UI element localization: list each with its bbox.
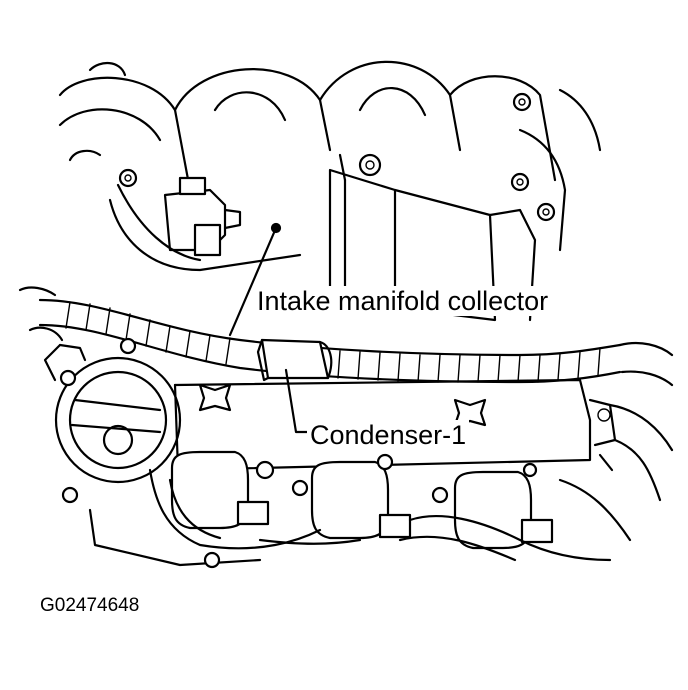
collector-housing bbox=[328, 153, 537, 322]
condenser-label: Condenser-1 bbox=[307, 420, 470, 450]
leader-lines bbox=[228, 226, 310, 434]
left-hose-bracket bbox=[28, 326, 87, 362]
valve-cover bbox=[173, 378, 674, 502]
lower-harness bbox=[88, 468, 632, 569]
intake-manifold-collector-label: Intake manifold collector bbox=[254, 286, 552, 316]
wing-nuts bbox=[198, 383, 487, 427]
throttle-body bbox=[43, 337, 182, 504]
sensor-connector bbox=[108, 176, 302, 272]
ignition-coils bbox=[170, 450, 554, 550]
figure-id: G02474648 bbox=[40, 595, 140, 616]
manifold-bolts bbox=[118, 92, 556, 234]
condenser-part bbox=[256, 338, 333, 382]
intake-manifold-runners bbox=[58, 60, 602, 252]
